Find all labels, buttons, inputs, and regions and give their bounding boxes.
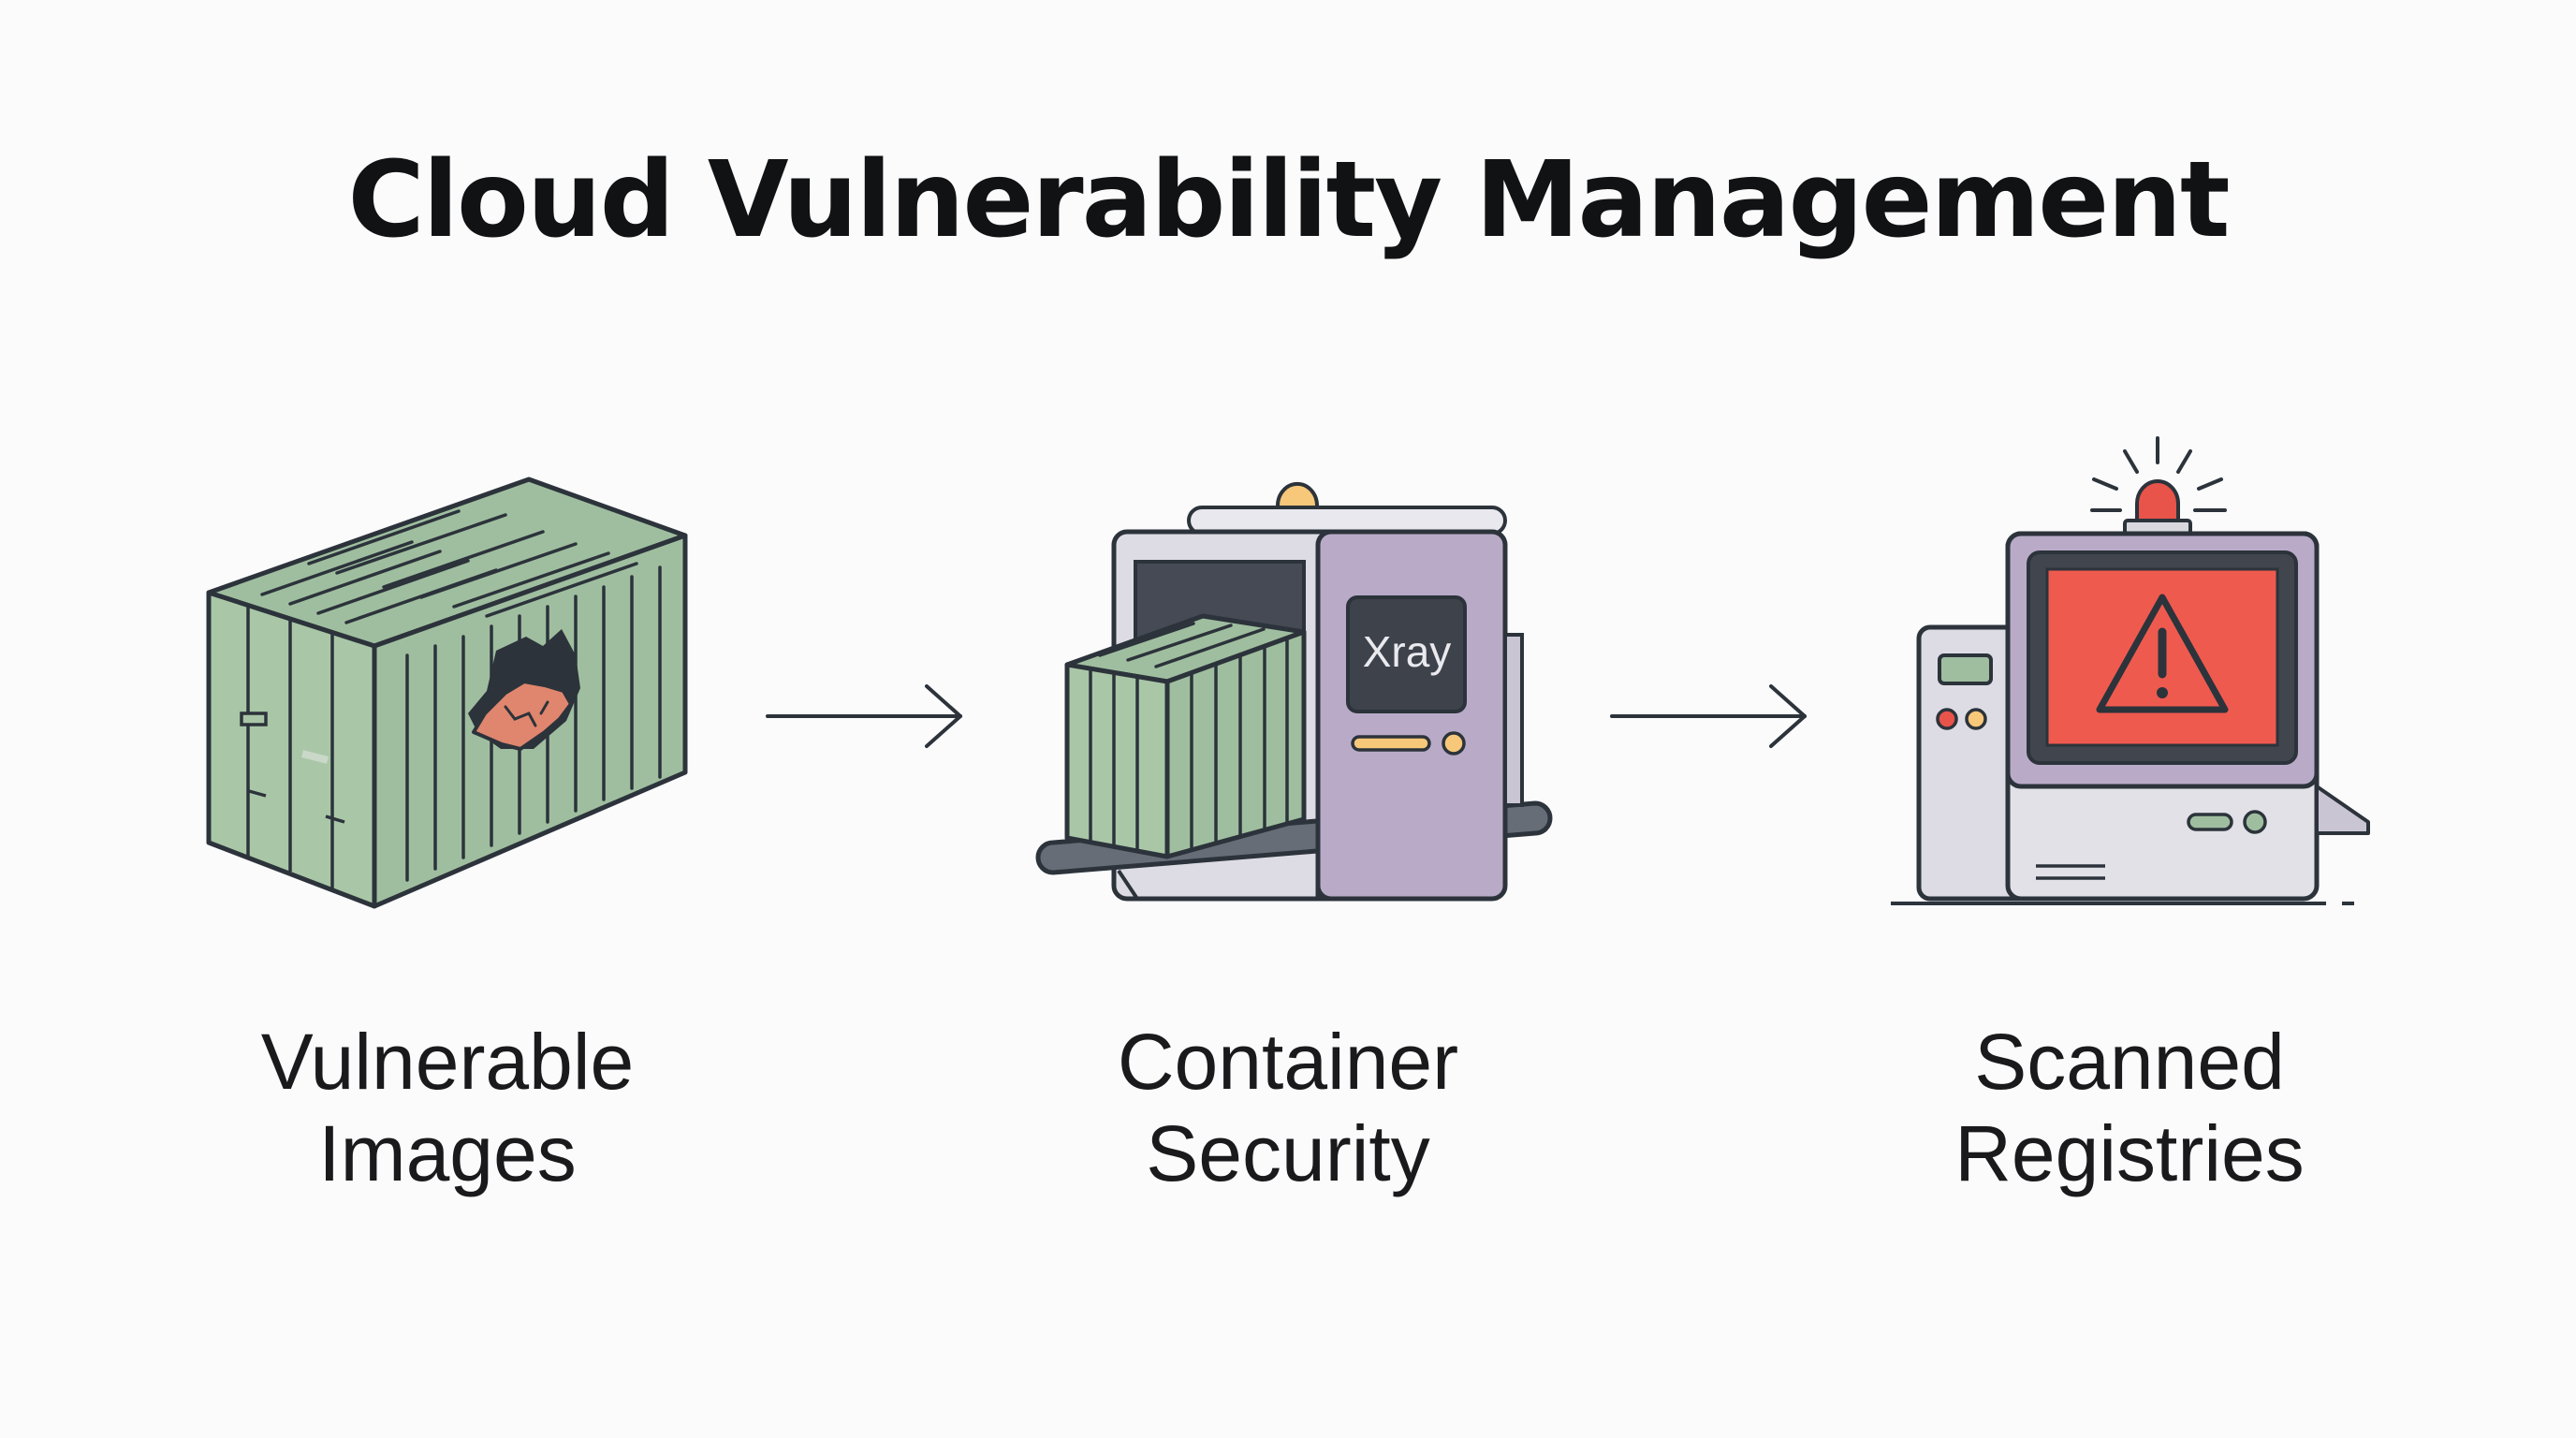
stage-label-vulnerable-images: Vulnerable Images [120, 1016, 775, 1199]
arrow-right-icon [1610, 683, 1811, 749]
stage-label-scanned-registries: Scanned Registries [1802, 1016, 2457, 1199]
stage-label-line: Security [1146, 1109, 1430, 1197]
stage-label-container-security: Container Security [960, 1016, 1616, 1199]
xray-scanner-icon: Xray [1025, 468, 1559, 908]
damaged-container-icon [197, 468, 702, 927]
stage-label-line: Vulnerable [260, 1018, 635, 1106]
scanner-screen-label: Xray [1363, 627, 1452, 676]
stage-label-line: Scanned [1974, 1018, 2285, 1106]
stage-label-line: Container [1117, 1018, 1459, 1106]
arrow-right-icon [766, 683, 967, 749]
page-title: Cloud Vulnerability Management [347, 139, 2230, 261]
alert-registry-icon [1886, 431, 2392, 917]
stage-label-line: Images [318, 1109, 577, 1197]
stage-label-line: Registries [1954, 1109, 2305, 1197]
